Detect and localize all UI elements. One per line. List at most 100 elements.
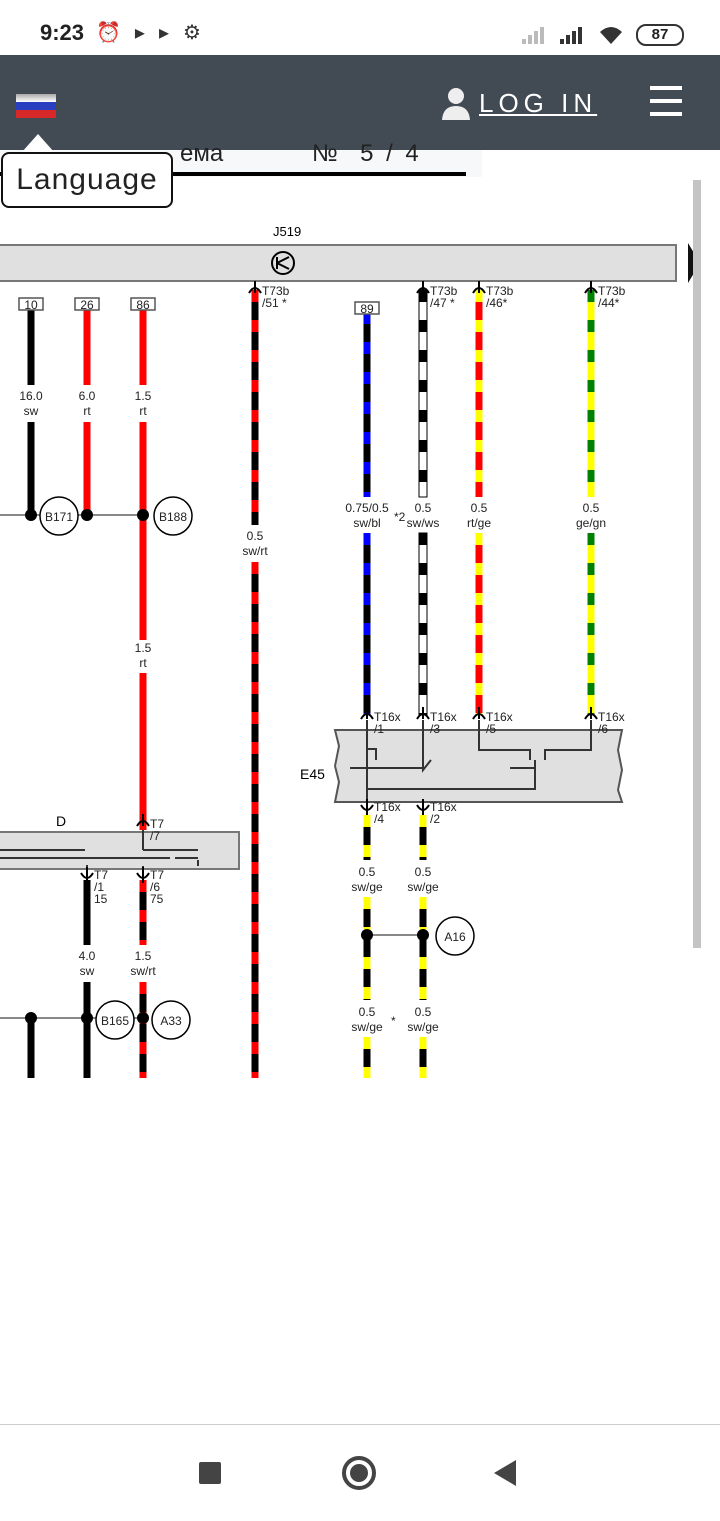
connector-icon xyxy=(472,281,486,294)
connector-label: T7 xyxy=(150,868,164,882)
connector-icon xyxy=(360,707,374,720)
connector-label: /7 xyxy=(150,829,160,843)
splice-circle xyxy=(435,916,475,956)
control-unit-bar xyxy=(0,244,677,282)
status-time: 9:23 xyxy=(40,20,85,45)
splice-circle xyxy=(95,1000,135,1040)
component-e45-box xyxy=(333,729,624,803)
terminal-label: 86 xyxy=(136,298,150,312)
wire-gauge-label: 6.0 xyxy=(79,389,96,403)
signal-icon xyxy=(560,24,582,44)
connector-icon xyxy=(80,867,94,883)
vertical-scrollbar[interactable] xyxy=(693,180,701,948)
e45-switch-circuit xyxy=(350,720,592,800)
connector-label: /3 xyxy=(430,722,440,736)
wire-gauge-label: 1.5 xyxy=(135,949,152,963)
splice-label: B188 xyxy=(159,510,187,524)
connector-label: T16x xyxy=(430,800,457,814)
component-e45-label: E45 xyxy=(300,766,325,782)
connector-icon xyxy=(584,281,598,294)
splice-label: A33 xyxy=(160,1014,182,1028)
login-button[interactable]: LOG IN xyxy=(441,86,597,120)
connector-icon xyxy=(472,707,486,720)
wire-color-label: rt/ge xyxy=(467,516,491,530)
terminal-label: 26 xyxy=(80,298,94,312)
user-icon xyxy=(442,88,470,120)
splice-label: B165 xyxy=(101,1014,129,1028)
wire-color-label: sw/ws xyxy=(407,516,440,530)
menu-icon[interactable] xyxy=(650,86,682,116)
terminal-label: 10 xyxy=(24,298,38,312)
wire-gauge-label: 4.0 xyxy=(79,949,96,963)
footnote-label: * xyxy=(391,1014,396,1028)
connector-label: /1 xyxy=(94,880,104,894)
login-label: LOG IN xyxy=(479,87,598,118)
recents-button[interactable] xyxy=(199,1462,221,1484)
connector-label: T16x xyxy=(430,710,457,724)
splice-dot xyxy=(25,1012,37,1024)
connector-label: T7 xyxy=(150,817,164,831)
wire-color-label: sw/ge xyxy=(351,880,383,894)
connector-icon xyxy=(416,281,430,294)
status-bar: 9:23 ⏰▸▸⚙ 87 xyxy=(0,0,720,55)
tooltip-arrow xyxy=(22,134,54,152)
terminal-box xyxy=(354,301,380,315)
connector-icon xyxy=(416,707,430,720)
splice-label: A16 xyxy=(444,930,466,944)
wire-color-label: sw xyxy=(80,964,95,978)
home-button[interactable] xyxy=(342,1456,376,1490)
control-unit-label: J519 xyxy=(273,224,301,239)
wire-gauge-label: 0.5 xyxy=(415,865,432,879)
connector-label: T73b xyxy=(262,284,290,298)
page-title: ема xyxy=(180,140,224,167)
wire-gauge-label: 0.75/0.5 xyxy=(345,501,389,515)
terminal-box xyxy=(130,297,156,311)
wire-color-label: sw/ge xyxy=(407,880,439,894)
splice-label: B171 xyxy=(45,510,73,524)
connector-icon xyxy=(248,281,262,294)
terminal-box xyxy=(18,297,44,311)
connector-label: T16x xyxy=(374,800,401,814)
splice-circle xyxy=(151,1000,191,1040)
connector-label: /6 xyxy=(150,880,160,894)
wire-color-label: rt xyxy=(139,656,147,670)
connector-label: /51 * xyxy=(262,296,287,310)
connector-label: /47 * xyxy=(430,296,455,310)
wire-gauge-label: 0.5 xyxy=(359,1005,376,1019)
wire-color-label: rt xyxy=(139,404,147,418)
splice-dot xyxy=(361,929,373,941)
splice-circle xyxy=(153,496,193,536)
wire-color-label: ge/gn xyxy=(576,516,606,530)
connector-label: /44* xyxy=(598,296,620,310)
splice-dot xyxy=(25,509,37,521)
language-tooltip: Language xyxy=(1,152,173,208)
wire-color-label: rt xyxy=(83,404,91,418)
title-underline xyxy=(0,172,466,176)
connector-label: T73b xyxy=(486,284,514,298)
connector-label: T16x xyxy=(374,710,401,724)
connector-icon xyxy=(360,799,374,815)
back-button[interactable] xyxy=(494,1460,516,1486)
splice-circle xyxy=(39,496,79,536)
connector-label: /6 xyxy=(598,722,608,736)
wire-gauge-label: 0.5 xyxy=(415,1005,432,1019)
connector-label: T7 xyxy=(94,868,108,882)
page-number: № 5 / 4 xyxy=(312,140,422,167)
footnote-label: *2 xyxy=(394,510,406,524)
wire-gauge-label: 0.5 xyxy=(471,501,488,515)
connector-icon xyxy=(136,814,150,827)
ground-symbol-icon xyxy=(271,251,295,275)
connector-icon xyxy=(136,867,150,883)
connector-icon xyxy=(416,799,430,815)
wire-color-label: sw/ge xyxy=(407,1020,439,1034)
wire-gauge-label: 0.5 xyxy=(247,529,264,543)
language-flag-button[interactable] xyxy=(16,94,56,118)
signal-icon xyxy=(522,24,544,44)
connector-label: /1 xyxy=(374,722,384,736)
connector-label: T73b xyxy=(430,284,458,298)
component-d-label: D xyxy=(56,813,66,829)
splice-dot xyxy=(137,1012,149,1024)
connector-icon xyxy=(584,707,598,720)
wire-color-label: sw/rt xyxy=(130,964,156,978)
